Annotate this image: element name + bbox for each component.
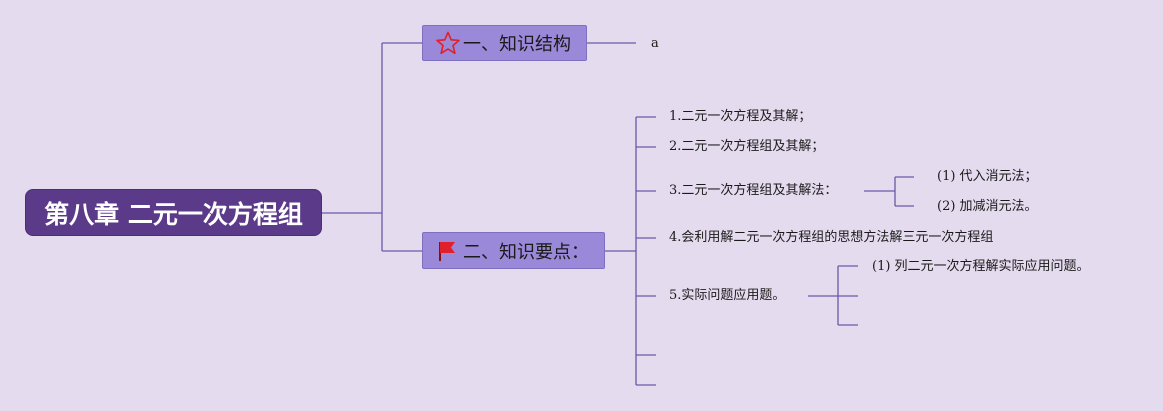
point-5-sub-1[interactable]: (1) 列二元一次方程解实际应用问题。 <box>872 259 1090 274</box>
point-4[interactable]: 4.会利用解二元一次方程组的思想方法解三元一次方程组 <box>669 230 994 245</box>
leaf-a[interactable]: a <box>651 36 659 51</box>
red-flag-icon <box>435 238 463 264</box>
point-2[interactable]: 2.二元一次方程组及其解； <box>669 139 825 154</box>
star-icon <box>435 30 463 56</box>
point-3-sub-2[interactable]: (2) 加减消元法。 <box>937 199 1038 214</box>
point-1[interactable]: 1.二元一次方程及其解； <box>669 109 812 124</box>
branch-label: 一、知识结构 <box>463 34 571 55</box>
point-3-sub-1[interactable]: (1) 代入消元法； <box>937 169 1038 184</box>
branch-key-points[interactable]: 二、知识要点： <box>422 232 605 269</box>
point-3[interactable]: 3.二元一次方程组及其解法： <box>669 183 838 198</box>
root-topic[interactable]: 第八章 二元一次方程组 <box>25 189 322 236</box>
branch-knowledge-structure[interactable]: 一、知识结构 <box>422 25 587 61</box>
root-title: 第八章 二元一次方程组 <box>44 199 303 229</box>
point-5[interactable]: 5.实际问题应用题。 <box>669 288 786 303</box>
branch-label: 二、知识要点： <box>463 241 589 263</box>
